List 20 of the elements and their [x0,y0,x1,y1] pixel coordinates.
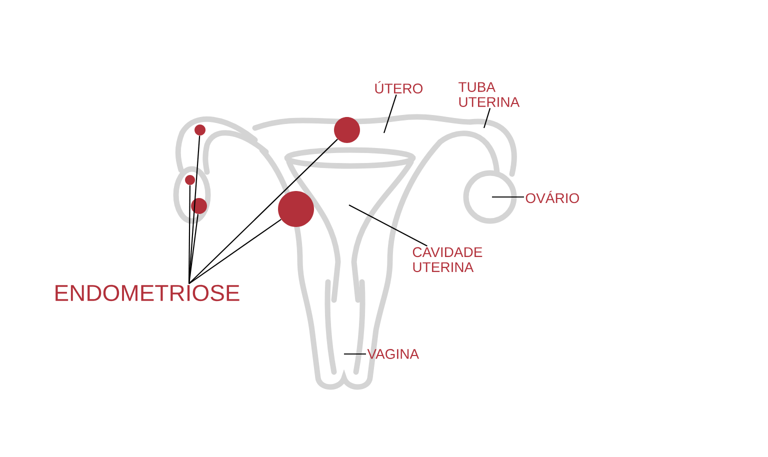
diagnosis-label: ENDOMETRIOSE [56,284,240,302]
leader-line [188,214,198,284]
part-label: ÚTERO [375,81,423,94]
leader-line [383,94,397,134]
lesion-spot [191,198,207,214]
lesion-spot [194,124,206,136]
lesion-spot [278,191,314,227]
leader-line [348,204,428,246]
part-label: VAGINA [367,349,420,359]
leader-line [188,136,200,284]
part-label: TUBA UTERINA [458,82,520,107]
lesion-spot [185,175,195,185]
part-label: CAVIDADE UTERINA [412,247,482,272]
leader-line [188,138,338,284]
part-label: OVÁRIO [526,190,579,204]
lesion-spot [334,117,360,143]
leader-line [492,196,524,198]
leader-line [344,353,366,355]
leader-line [483,108,491,128]
leader-line [188,218,282,284]
